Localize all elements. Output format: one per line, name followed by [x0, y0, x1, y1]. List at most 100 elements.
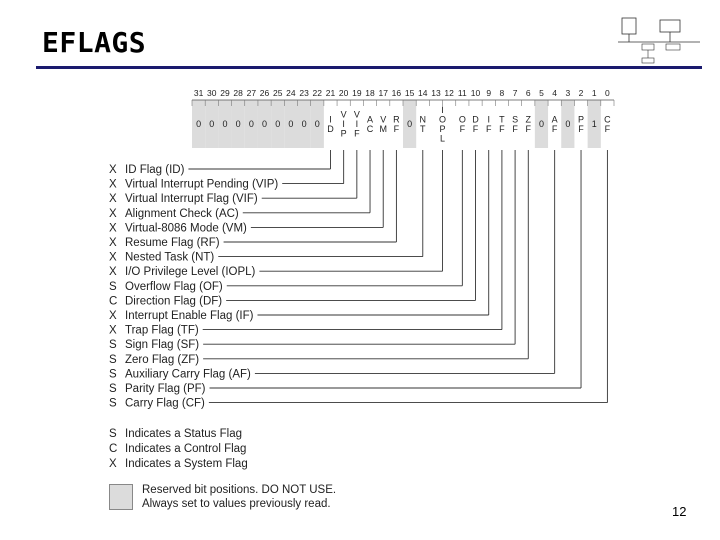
legend-code: X [109, 458, 117, 470]
flag-label: I/O Privilege Level (IOPL) [125, 266, 256, 278]
register-cell-text: 0 [407, 119, 412, 129]
register-cell-text: C [367, 124, 374, 134]
flag-code: S [109, 339, 117, 351]
register-cell-text: F [578, 124, 584, 134]
reserved-bit-shade [244, 100, 258, 148]
network-diagram-logo [618, 17, 700, 64]
register-cell-text: I [342, 119, 345, 129]
reserved-note-line1: Reserved bit positions. DO NOT USE. [142, 484, 337, 496]
register-cell-text: I [487, 114, 490, 124]
bit-number: 11 [458, 88, 467, 98]
reserved-bit-shade [192, 100, 206, 148]
register-cell-text: 0 [315, 119, 320, 129]
register-cell-text: A [367, 114, 373, 124]
flag-code: X [109, 266, 117, 278]
register-cell-text: R [393, 114, 400, 124]
flag-code: X [109, 222, 117, 234]
flag-code: S [109, 281, 117, 293]
reserved-bit-shade [257, 100, 272, 148]
bit-number: 13 [431, 88, 441, 98]
flag-label: Virtual Interrupt Pending (VIP) [125, 179, 278, 191]
bit-number: 31 [194, 88, 204, 98]
register-cell-text: F [499, 124, 505, 134]
bit-number: 5 [539, 88, 544, 98]
bit-number: 28 [233, 88, 243, 98]
flag-code: X [109, 208, 117, 220]
flag-code: X [109, 237, 117, 249]
flag-label: Sign Flag (SF) [125, 339, 199, 351]
flag-label: ID Flag (ID) [125, 164, 185, 176]
register-cell-text: 0 [249, 119, 254, 129]
register-cell-text: A [552, 114, 558, 124]
register-cell-text: S [512, 114, 518, 124]
bit-number: 12 [444, 88, 454, 98]
flag-label: Trap Flag (TF) [125, 325, 199, 337]
reserved-bit-shade [310, 100, 324, 148]
flag-labels: X ID Flag (ID) X Virtual Interrupt Pending … [109, 164, 278, 410]
legend-text: Indicates a Status Flag [125, 428, 242, 440]
flag-code: X [109, 193, 117, 205]
register-cell-text: 0 [236, 119, 241, 129]
flag-code: C [109, 295, 117, 307]
register-cell-text: O [459, 114, 466, 124]
flag-code: S [109, 398, 117, 410]
bit-number: 17 [378, 88, 388, 98]
bit-number: 16 [392, 88, 402, 98]
flag-label: Direction Flag (DF) [125, 295, 222, 307]
bit-number: 25 [273, 88, 283, 98]
register-cell-text: O [439, 114, 446, 124]
register-cell-text: F [473, 124, 479, 134]
reserved-bit-shade [218, 100, 232, 148]
reserved-bit-shade [587, 100, 601, 148]
register-cell-text: T [420, 124, 426, 134]
bit-number: 23 [299, 88, 309, 98]
bit-number: 4 [552, 88, 557, 98]
bit-number: 1 [592, 88, 597, 98]
bit-number: 6 [526, 88, 531, 98]
bit-number: 26 [260, 88, 270, 98]
reserved-bit-shade [271, 100, 285, 148]
register-cell-text: T [499, 114, 505, 124]
bit-number: 29 [220, 88, 230, 98]
bit-number: 19 [352, 88, 362, 98]
reserved-shading [192, 100, 601, 148]
legend-text: Indicates a System Flag [125, 458, 248, 470]
flag-label: Overflow Flag (OF) [125, 281, 223, 293]
flag-leader-lines [188, 150, 608, 404]
register-cell-text: F [512, 124, 518, 134]
flag-code: S [109, 383, 117, 395]
flag-code: X [109, 325, 117, 337]
flag-code: X [109, 252, 117, 264]
flag-label: Nested Task (NT) [125, 252, 214, 264]
register-cell-text: F [552, 124, 558, 134]
flag-label: Interrupt Enable Flag (IF) [125, 310, 254, 322]
register-cell-text: I [441, 105, 444, 115]
register-cell-text: V [380, 114, 386, 124]
reserved-note-line2: Always set to values previously read. [142, 498, 331, 510]
legend-text: Indicates a Control Flag [125, 443, 247, 455]
reserved-bit-shade [403, 100, 417, 148]
register-cell-text: 0 [222, 119, 227, 129]
bit-number: 20 [339, 88, 349, 98]
flag-label: Carry Flag (CF) [125, 398, 205, 410]
register-grid [191, 99, 615, 106]
register-cell-text: 0 [196, 119, 201, 129]
register-cell-text: N [420, 114, 427, 124]
slide-title: EFLAGS [42, 26, 147, 59]
register-cell-text: 0 [275, 119, 280, 129]
register-cell-text: 0 [302, 119, 307, 129]
bit-number: 21 [326, 88, 336, 98]
flag-code: X [109, 310, 117, 322]
register-cell-text: L [440, 133, 445, 143]
register-cell-text: 1 [592, 119, 597, 129]
reserved-bit-shade [284, 100, 298, 148]
title-underline [36, 66, 702, 69]
register-cell-text: F [526, 124, 532, 134]
flag-label: Parity Flag (PF) [125, 383, 206, 395]
bit-number: 14 [418, 88, 428, 98]
flag-label: Virtual Interrupt Flag (VIF) [125, 193, 258, 205]
